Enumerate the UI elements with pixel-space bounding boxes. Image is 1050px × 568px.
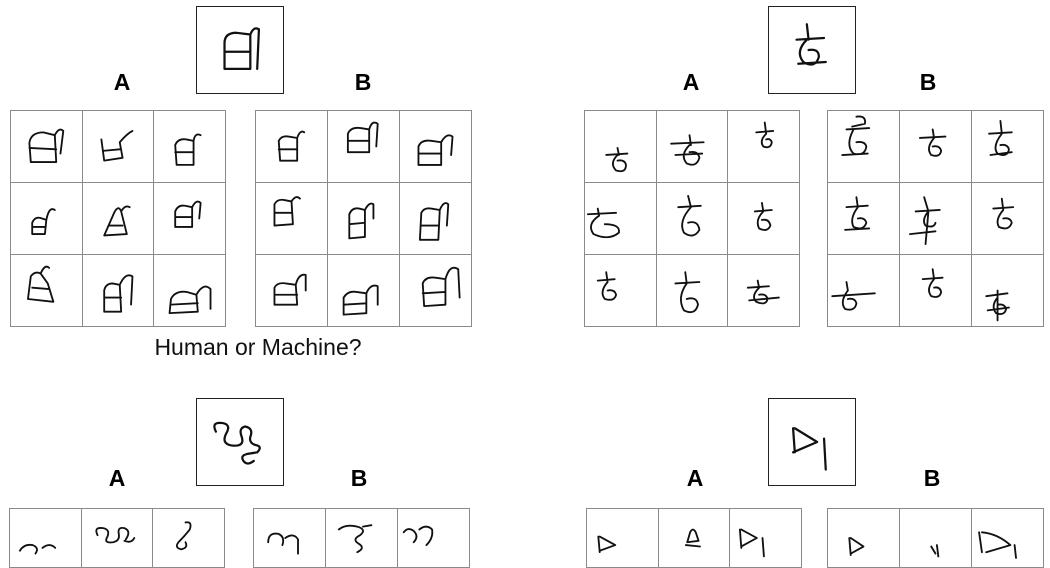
option-b-label: B <box>919 69 937 95</box>
sample-cell[interactable] <box>256 255 328 327</box>
sample-cell[interactable] <box>900 255 972 327</box>
curl-scribble-glyph <box>213 421 261 465</box>
sample-cell[interactable] <box>82 111 155 183</box>
arch-box-glyph <box>223 27 261 71</box>
sample-cell[interactable] <box>585 183 657 255</box>
option-b-label: B <box>923 465 941 491</box>
sample-cell[interactable] <box>828 509 900 568</box>
option-a-grid[interactable] <box>10 110 226 327</box>
sample-cell[interactable] <box>656 183 729 255</box>
option-a-label: A <box>113 69 131 95</box>
option-b-grid[interactable] <box>827 508 1044 568</box>
sample-cell[interactable] <box>400 255 472 327</box>
option-b-grid[interactable] <box>255 110 472 327</box>
sample-cell[interactable] <box>587 509 659 568</box>
target-glyph-box <box>768 398 856 486</box>
sample-cell[interactable] <box>656 111 729 183</box>
sample-cell[interactable] <box>328 255 400 327</box>
target-glyph-box <box>196 6 284 94</box>
option-a-grid[interactable] <box>9 508 225 568</box>
sample-cell[interactable] <box>972 255 1044 327</box>
sample-cell[interactable] <box>82 183 155 255</box>
sample-cell[interactable] <box>730 509 802 568</box>
sample-cell[interactable] <box>658 509 731 568</box>
option-b-grid[interactable] <box>827 110 1044 327</box>
option-a-label: A <box>682 69 700 95</box>
sample-cell[interactable] <box>153 509 225 568</box>
sample-cell[interactable] <box>254 509 326 568</box>
target-glyph-box <box>768 6 856 94</box>
option-a-label: A <box>108 465 126 491</box>
sample-cell[interactable] <box>972 509 1044 568</box>
sample-cell[interactable] <box>154 111 226 183</box>
sample-cell[interactable] <box>154 255 226 327</box>
sample-cell[interactable] <box>11 111 83 183</box>
sample-cell[interactable] <box>900 509 972 568</box>
sample-cell[interactable] <box>728 111 800 183</box>
sample-cell[interactable] <box>656 255 729 327</box>
triangle-bar-glyph <box>791 427 827 471</box>
sample-cell[interactable] <box>10 509 82 568</box>
sample-cell[interactable] <box>585 255 657 327</box>
sample-cell[interactable] <box>328 111 400 183</box>
sample-cell[interactable] <box>585 111 657 183</box>
sample-cell[interactable] <box>400 183 472 255</box>
sample-cell[interactable] <box>828 255 900 327</box>
sample-cell[interactable] <box>256 111 328 183</box>
sample-cell[interactable] <box>154 183 226 255</box>
option-a-grid[interactable] <box>584 110 800 327</box>
sample-cell[interactable] <box>900 111 972 183</box>
target-glyph-box <box>196 398 284 486</box>
option-a-label: A <box>686 465 704 491</box>
sample-cell[interactable] <box>82 255 155 327</box>
sample-cell[interactable] <box>972 183 1044 255</box>
sample-cell[interactable] <box>256 183 328 255</box>
option-b-label: B <box>350 465 368 491</box>
sample-cell[interactable] <box>11 183 83 255</box>
sample-cell[interactable] <box>728 255 800 327</box>
sample-cell[interactable] <box>400 111 472 183</box>
sample-cell[interactable] <box>828 183 900 255</box>
question-text: Human or Machine? <box>154 334 362 360</box>
sample-cell[interactable] <box>326 509 398 568</box>
sample-cell[interactable] <box>328 183 400 255</box>
sample-cell[interactable] <box>972 111 1044 183</box>
sample-cell[interactable] <box>900 183 972 255</box>
sample-cell[interactable] <box>11 255 83 327</box>
sample-cell[interactable] <box>81 509 154 568</box>
option-b-label: B <box>354 69 372 95</box>
loop-cross-glyph <box>795 23 827 66</box>
sample-cell[interactable] <box>728 183 800 255</box>
sample-cell[interactable] <box>398 509 470 568</box>
option-b-grid[interactable] <box>253 508 470 568</box>
option-a-grid[interactable] <box>586 508 802 568</box>
sample-cell[interactable] <box>828 111 900 183</box>
